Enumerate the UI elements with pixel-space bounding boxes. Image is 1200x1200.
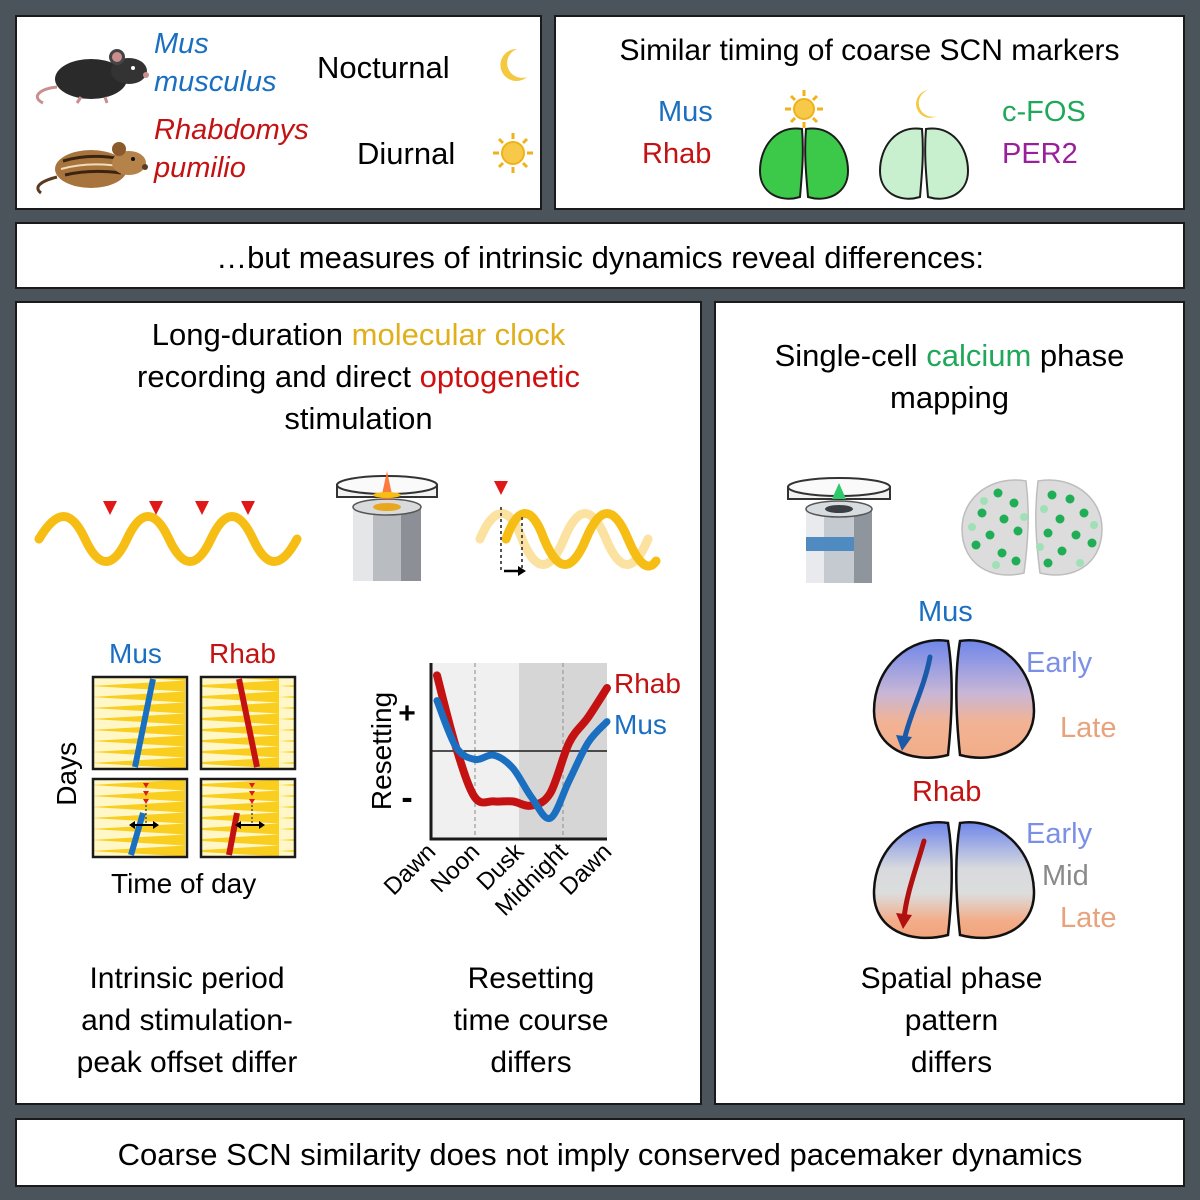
scn-cells-icon xyxy=(961,479,1103,576)
caption-resetting-3: differs xyxy=(490,1046,572,1079)
phase-mid-rhab: Mid xyxy=(1042,860,1089,892)
phase-map-mus xyxy=(872,639,1036,759)
marker-cfos: c-FOS xyxy=(1002,96,1086,128)
stim-marker xyxy=(195,501,209,515)
objective-calcium-icon xyxy=(787,477,891,583)
footer: Coarse SCN similarity does not imply con… xyxy=(15,1118,1185,1187)
y-axis-label: Resetting xyxy=(366,692,397,810)
caption-intrinsic-2: and stimulation- xyxy=(81,1004,293,1037)
calcium-panel: Single-cell calcium phase mapping Mus xyxy=(714,301,1185,1105)
banner-text: …but measures of intrinsic dynamics reve… xyxy=(216,240,984,275)
rhab-habit: Diurnal xyxy=(357,136,456,171)
mus-habit: Nocturnal xyxy=(317,50,450,85)
striped-mouse-illustration xyxy=(36,142,148,195)
calcium-title-line-1: Single-cell calcium phase xyxy=(774,338,1125,373)
caption-intrinsic-1: Intrinsic period xyxy=(89,962,285,995)
x-tick-label: Noon xyxy=(426,838,486,898)
sun-icon-small xyxy=(785,90,823,128)
series-line-rhab xyxy=(433,671,611,810)
actogram-rhab-baseline xyxy=(199,675,297,771)
caption-spatial-3: differs xyxy=(910,1046,993,1079)
mus-name-1: Mus xyxy=(154,28,209,60)
clock-panel: Long-duration molecular clock recording … xyxy=(15,301,702,1105)
caption-resetting-1: Resetting xyxy=(467,962,595,995)
legend-rhab: Rhab xyxy=(614,668,681,699)
calcium-title-line-2: mapping xyxy=(890,380,1009,415)
y-tick-minus: - xyxy=(401,779,412,817)
actogram-mus-baseline xyxy=(91,675,189,771)
rhab-name-1: Rhabdomys xyxy=(154,114,309,146)
clock-title-line-2: recording and direct optogenetic xyxy=(137,359,580,394)
actogram-mus-stimulated xyxy=(91,777,189,859)
markers-panel: Similar timing of coarse SCN markers Mus… xyxy=(554,15,1185,210)
actogram-x-label: Time of day xyxy=(111,868,257,899)
caption-intrinsic-3: peak offset differ xyxy=(76,1046,298,1079)
phase-late-rhab: Late xyxy=(1060,902,1117,934)
series-lines xyxy=(433,671,611,822)
marker-per2: PER2 xyxy=(1002,138,1078,170)
y-axis xyxy=(429,663,607,841)
stim-marker xyxy=(149,501,163,515)
phase-early-mus: Early xyxy=(1026,647,1093,679)
caption-resetting-2: time course xyxy=(453,1004,609,1037)
objective-optogenetic-icon xyxy=(336,471,438,581)
mus-name-2: musculus xyxy=(154,66,277,98)
clock-title-line-1: Long-duration molecular clock xyxy=(151,317,566,352)
clock-title-line-3: stimulation xyxy=(284,401,433,436)
stim-marker xyxy=(103,501,117,515)
phase-map-rhab-label: Rhab xyxy=(912,776,982,808)
scn-dark-green-icon xyxy=(758,127,850,200)
phase-early-rhab: Early xyxy=(1026,818,1093,850)
caption-spatial-1: Spatial phase xyxy=(860,962,1043,995)
actogram-grid xyxy=(91,675,297,859)
stim-marker xyxy=(241,501,255,515)
markers-title: Similar timing of coarse SCN markers xyxy=(619,34,1120,67)
actogram-mus-label: Mus xyxy=(109,638,162,669)
mouse-illustration xyxy=(35,49,149,105)
moon-icon xyxy=(500,48,527,81)
actogram-rhab-label: Rhab xyxy=(209,638,276,669)
banner: …but measures of intrinsic dynamics reve… xyxy=(15,222,1185,289)
rhythm-wave xyxy=(34,501,302,566)
phase-late-mus: Late xyxy=(1060,712,1117,744)
markers-rhab: Rhab xyxy=(642,138,712,170)
sun-icon xyxy=(493,133,533,173)
x-tick-label: Dawn xyxy=(555,838,617,900)
stim-marker xyxy=(494,481,508,495)
y-tick-plus: + xyxy=(398,697,416,730)
actogram-y-label: Days xyxy=(51,741,83,806)
moon-icon-small xyxy=(916,90,937,118)
legend-mus: Mus xyxy=(614,709,667,740)
species-panel: Mus musculus Nocturnal Rhabdomys pumilio… xyxy=(15,15,542,210)
phase-shift-wave xyxy=(475,481,661,576)
footer-text: Coarse SCN similarity does not imply con… xyxy=(117,1137,1083,1172)
scn-light-green-icon xyxy=(878,127,970,200)
markers-mus: Mus xyxy=(658,96,713,128)
phase-map-rhab xyxy=(872,821,1036,940)
caption-spatial-2: pattern xyxy=(904,1004,999,1037)
actogram-rhab-stimulated xyxy=(199,777,297,859)
x-tick-label: Dawn xyxy=(379,838,441,900)
rhab-name-2: pumilio xyxy=(154,152,246,184)
series-line-mus xyxy=(433,697,611,822)
phase-map-mus-label: Mus xyxy=(918,596,973,628)
